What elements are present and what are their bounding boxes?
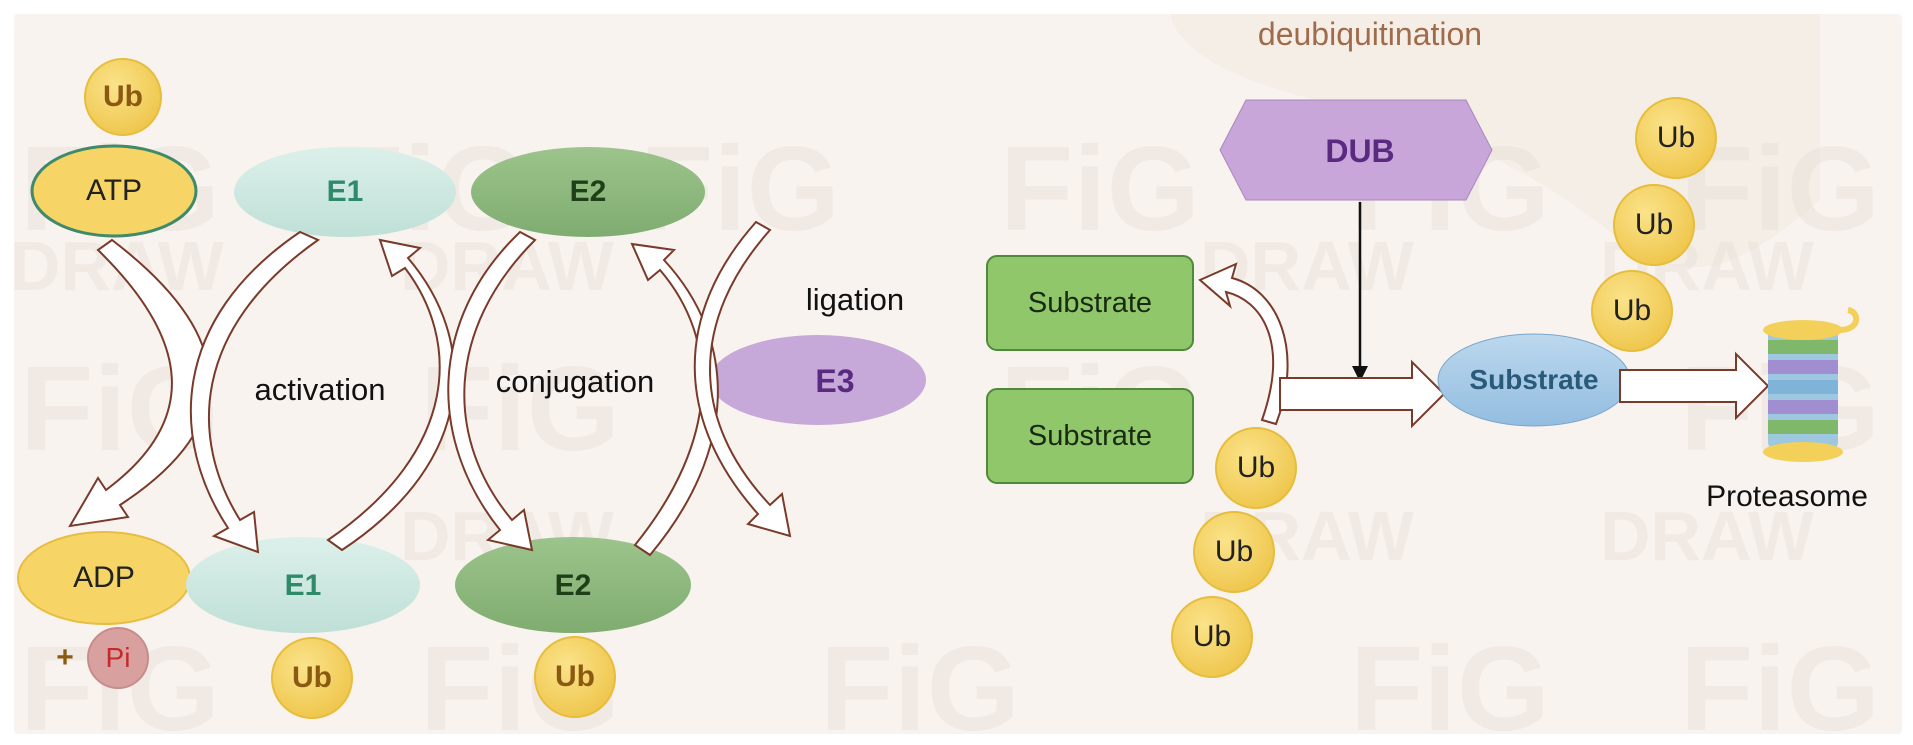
e3-ellipse	[710, 335, 926, 425]
e2-top-label: E2	[569, 175, 607, 208]
activation-label: activation	[254, 372, 386, 407]
ub-circle-stack-2	[1613, 184, 1695, 266]
ligation-label: ligation	[805, 282, 905, 317]
ub-label-stack-2: Ub	[1634, 208, 1674, 241]
conjugation-down-arrow	[447, 230, 537, 552]
atp-to-adp-arrow	[68, 238, 211, 528]
substrate-box-bottom-label: Substrate	[1027, 419, 1153, 452]
e1-top-label: E1	[326, 175, 364, 208]
e2-top-ellipse	[471, 147, 705, 237]
dub-label: DUB	[1325, 132, 1395, 169]
ligation-arrow	[693, 220, 792, 538]
conjugation-label: conjugation	[495, 364, 655, 399]
activation-up-arrow	[326, 238, 456, 552]
e2-bottom-label: E2	[554, 569, 592, 602]
svg-text:FiG: FiG	[1680, 622, 1880, 745]
ub-circle-stack-1	[1635, 97, 1717, 179]
ub-label-chain-1: Ub	[1236, 451, 1276, 484]
activation-down-arrow	[189, 230, 321, 554]
ub-circle-chain-2	[1193, 511, 1275, 593]
e3-label: E3	[815, 362, 855, 399]
e1-bottom-ellipse	[186, 537, 420, 633]
arrow-to-proteasome	[1619, 351, 1770, 421]
ub-label-chain-3: Ub	[1192, 620, 1232, 653]
e1-bottom-label: E1	[284, 569, 322, 602]
atp-label: ATP	[85, 174, 143, 207]
pi-circle	[87, 627, 149, 689]
substrate-oval-label: Substrate	[1469, 364, 1599, 395]
pi-label: Pi	[105, 642, 131, 673]
e2-bottom-ellipse	[455, 537, 691, 633]
svg-text:FiG: FiG	[820, 622, 1020, 745]
substrate-box-top-label: Substrate	[1027, 286, 1153, 319]
svg-text:FiG: FiG	[1000, 122, 1200, 256]
ub-label-atp: Ub	[103, 80, 143, 113]
ub-label-chain-2: Ub	[1214, 535, 1254, 568]
svg-text:DRAW: DRAW	[1600, 497, 1814, 575]
deubiquitination-label: deubiquitination	[1257, 15, 1483, 52]
ub-label-stack-1: Ub	[1656, 121, 1696, 154]
ub-label-e2: Ub	[555, 660, 595, 693]
atp-ellipse	[30, 144, 198, 238]
plus-sign: +	[56, 641, 74, 674]
dub-hexagon	[1219, 99, 1493, 201]
adp-label: ADP	[73, 561, 135, 594]
ub-circle-atp	[84, 58, 162, 136]
substrate-box-bottom	[986, 388, 1194, 484]
svg-text:FiG: FiG	[1350, 622, 1550, 745]
ub-circle-chain-3	[1171, 596, 1253, 678]
ub-circle-stack-3	[1591, 270, 1673, 352]
dub-line-head	[1352, 366, 1368, 382]
proteasome-icon	[1763, 307, 1860, 462]
ub-circle-e2	[534, 636, 616, 718]
e1-top-ellipse	[234, 147, 456, 237]
substrate-curved-arrow	[1198, 262, 1289, 426]
ub-circle-chain-1	[1215, 427, 1297, 509]
ub-label-stack-3: Ub	[1612, 294, 1652, 327]
proteasome-label: Proteasome	[1706, 480, 1868, 513]
substrate-box-top	[986, 255, 1194, 351]
ub-label-e1: Ub	[292, 661, 332, 694]
arrow-to-substrate	[1279, 359, 1446, 429]
ub-circle-e1	[271, 637, 353, 719]
conjugation-up-arrow	[630, 242, 719, 557]
